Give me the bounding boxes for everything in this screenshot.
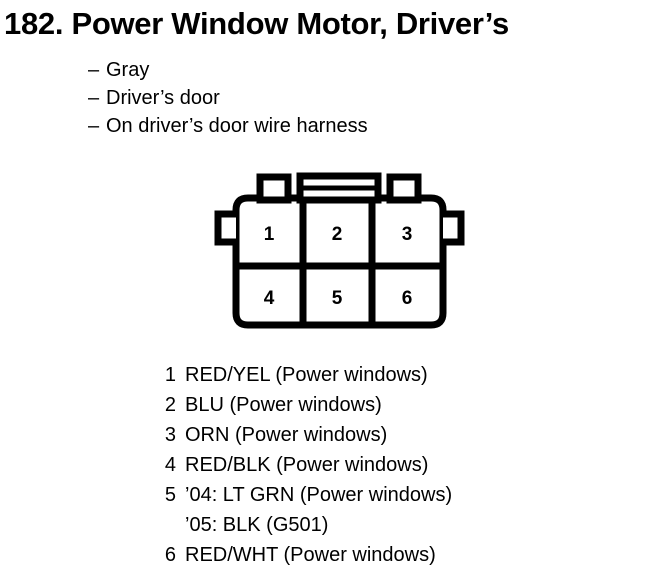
pin-legend-row: 3 ORN (Power windows)	[150, 420, 650, 450]
pin-legend-row: 4 RED/BLK (Power windows)	[150, 450, 650, 480]
attribute-label: On driver’s door wire harness	[106, 115, 368, 137]
pin-legend-index: 1	[164, 364, 176, 386]
pin-legend-description: ORN (Power windows)	[185, 424, 388, 446]
list-item: – Gray	[88, 56, 648, 84]
pin-legend-index: 6	[164, 544, 176, 566]
pin-legend-description-secondary: ’05: BLK (G501)	[185, 514, 329, 536]
dash-bullet: –	[88, 115, 100, 137]
connector-pin-5: 5	[332, 288, 343, 309]
pin-legend-row: 1 RED/YEL (Power windows)	[150, 360, 650, 390]
pin-legend-index: 2	[164, 394, 176, 416]
pin-legend-index: 3	[164, 424, 176, 446]
connector-pin-6: 6	[402, 288, 413, 309]
connector-svg: 1 2 3 4 5 6	[214, 172, 465, 329]
dash-bullet: –	[88, 59, 100, 81]
connector-diagram: 1 2 3 4 5 6	[196, 168, 476, 338]
pin-legend-description: RED/BLK (Power windows)	[185, 454, 429, 476]
pin-legend-row: 6 RED/WHT (Power windows)	[150, 540, 650, 570]
right-side-tab	[443, 210, 465, 246]
list-item: – On driver’s door wire harness	[88, 112, 648, 140]
left-top-notch	[256, 173, 292, 204]
connector-pin-1: 1	[264, 224, 275, 245]
right-top-notch	[386, 173, 422, 204]
connector-pin-3: 3	[402, 224, 413, 245]
list-item: – Driver’s door	[88, 84, 648, 112]
pin-legend-index: 5	[164, 484, 176, 506]
pin-legend-list: 1 RED/YEL (Power windows) 2 BLU (Power w…	[150, 360, 650, 570]
connector-pin-2: 2	[332, 224, 343, 245]
left-side-tab	[214, 210, 236, 246]
attribute-label: Driver’s door	[106, 87, 220, 109]
attribute-list: – Gray – Driver’s door – On driver’s doo…	[88, 56, 648, 140]
pin-legend-description: RED/WHT (Power windows)	[185, 544, 436, 566]
pin-legend-index: 4	[164, 454, 176, 476]
pin-legend-description-primary: ’04: LT GRN (Power windows)	[185, 484, 453, 506]
pin-legend-row: 5 ’04: LT GRN (Power windows) ’05: BLK (…	[150, 480, 650, 540]
pin-legend-description: BLU (Power windows)	[185, 394, 382, 416]
connector-body	[232, 194, 447, 329]
pin-legend-description: ’04: LT GRN (Power windows) ’05: BLK (G5…	[185, 480, 650, 540]
dash-bullet: –	[88, 87, 100, 109]
connector-pin-4: 4	[264, 288, 275, 309]
pin-legend-description: RED/YEL (Power windows)	[185, 364, 428, 386]
page-title: 182. Power Window Motor, Driver’s	[4, 6, 509, 41]
pin-legend-row: 2 BLU (Power windows)	[150, 390, 650, 420]
attribute-label: Gray	[106, 59, 150, 81]
